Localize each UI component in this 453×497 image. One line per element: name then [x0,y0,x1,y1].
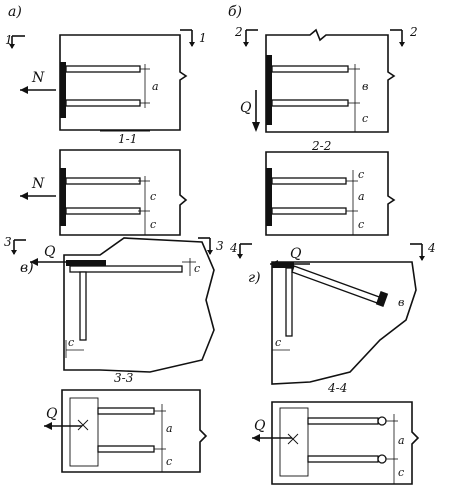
concrete-block-b-top [265,28,396,133]
svg-text:c: c [150,190,156,203]
panel-label-g: г) [248,270,261,286]
svg-text:3: 3 [216,239,224,253]
svg-text:2: 2 [234,25,243,39]
svg-text:c: c [150,218,156,231]
svg-text:Q: Q [254,418,266,434]
dimension-c-a: c c [138,176,156,235]
section-mark-4-left: 4 [229,241,252,259]
anchor-plate-b-top [266,55,272,125]
anchor-rod-lower [65,99,141,107]
section-mark-1-left: 1 [5,33,25,49]
svg-text:3: 3 [4,235,12,249]
section-caption-3-3: 3-3 [114,371,134,385]
svg-text:c: c [275,336,281,349]
svg-text:1: 1 [5,33,13,47]
svg-text:Q: Q [290,246,302,262]
concrete-block-g-bottom [271,401,420,485]
anchor-plate-g [272,262,294,268]
section-mark-3-left: 3 [4,235,26,255]
dimension-b-g: в [398,296,404,309]
svg-text:Q: Q [240,100,252,116]
svg-text:c: c [362,112,368,125]
force-arrow-n-top: N [20,70,56,94]
force-arrow-q-b: Q [240,90,260,132]
section-caption-2-2: 2-2 [311,139,331,153]
force-arrow-q-g: Q [270,246,310,268]
concrete-block-v-bottom [61,389,208,473]
svg-text:4: 4 [229,241,238,255]
anchor-plate-a-top [60,62,66,118]
section-mark-3-right: 3 [198,237,224,255]
svg-text:c: c [358,168,364,181]
svg-text:4: 4 [427,241,436,255]
force-arrow-q-v: Q [30,244,70,266]
svg-text:c: c [194,262,200,275]
anchor-rod-vertical [79,271,87,341]
svg-text:a: a [358,190,365,203]
dimension-b-c: в c [348,64,368,132]
concrete-block-b-bottom [265,151,396,236]
svg-text:в: в [362,80,368,93]
dimension-c-g-bottom: c [271,336,290,358]
dimension-a-c-v-bottom: a c [154,404,173,472]
anchor-plate-b-bottom [266,168,272,226]
panel-label-b: б) [228,4,242,20]
svg-text:N: N [31,70,45,86]
anchor-plate-v [66,260,106,266]
section-caption-1-1: 1-1 [118,132,137,146]
anchor-rod-horizontal [69,265,183,273]
svg-text:N: N [31,176,45,192]
section-mark-2-right: 2 [390,25,418,47]
section-mark-1-right: 1 [180,29,207,47]
svg-text:1: 1 [199,31,207,45]
svg-text:c: c [398,466,404,479]
concrete-block-a-bottom [59,149,188,236]
anchor-plate-g-bottom [279,407,309,477]
svg-text:2: 2 [409,25,418,39]
svg-text:c: c [166,455,172,468]
panel-label-a: а) [8,4,22,20]
concrete-block-g [271,261,417,385]
panel-label-v: в) [20,260,34,276]
concrete-block-v [63,237,215,373]
svg-text:Q: Q [46,406,58,422]
svg-text:Q: Q [44,244,56,260]
svg-text:a: a [152,80,159,93]
svg-text:a: a [166,422,173,435]
force-arrow-q-g-bottom: Q [252,418,292,442]
concrete-block-a-top [59,34,188,131]
anchor-plate-a-bottom [60,168,66,226]
svg-text:a: a [398,434,405,447]
anchor-nut [375,291,389,307]
section-caption-4-4: 4-4 [327,381,347,395]
svg-text:c: c [358,218,364,231]
anchor-plate-v-bottom [69,397,99,467]
dimension-c-v-bottom: c [65,336,84,358]
dimension-c-v-right: c [182,258,200,276]
dimension-a-top: a [140,64,159,108]
dimension-c-a-b: c a c [346,168,365,235]
force-arrow-q-v-bottom: Q [44,406,82,430]
anchor-rod-upper [65,65,141,73]
svg-text:c: c [68,336,74,349]
anchor-rod-inclined [291,265,383,305]
dimension-a-c-g-bottom: a c [386,414,405,484]
section-mark-4-right: 4 [410,241,436,261]
force-arrow-n-bottom: N [20,176,56,200]
section-mark-2-left: 2 [234,25,258,47]
